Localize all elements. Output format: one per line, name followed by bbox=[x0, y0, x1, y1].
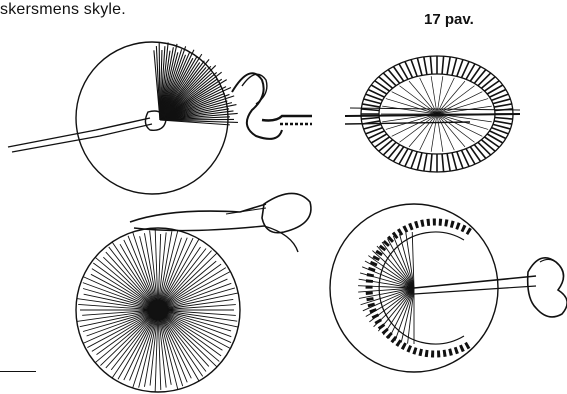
stitch-line bbox=[452, 153, 457, 170]
stitch-line bbox=[379, 140, 393, 152]
stitch-line bbox=[362, 104, 380, 107]
stitch-line bbox=[424, 57, 427, 75]
stitch-line bbox=[383, 142, 396, 155]
stitch-line bbox=[457, 59, 463, 76]
stitch-line bbox=[430, 56, 432, 74]
stitch-line bbox=[493, 124, 510, 129]
stitch-line bbox=[417, 58, 422, 75]
radial-eyelet-illustration bbox=[76, 193, 311, 392]
stitch-line bbox=[478, 73, 491, 86]
buttonhole-eyelet-illustration bbox=[330, 204, 567, 372]
elliptical-eye-illustration bbox=[345, 56, 520, 172]
stitch-line bbox=[158, 251, 212, 310]
stitch-line bbox=[447, 153, 450, 171]
stitch-line bbox=[452, 58, 457, 75]
footnote-rule bbox=[0, 371, 36, 372]
stitch-line bbox=[457, 152, 463, 169]
stitch-line bbox=[364, 99, 381, 104]
stitch-line bbox=[386, 99, 437, 114]
stitch-line bbox=[400, 114, 437, 142]
stitch-line bbox=[447, 57, 450, 75]
stitch-line bbox=[375, 137, 390, 147]
stitch-line bbox=[437, 114, 474, 142]
stitch-line bbox=[481, 140, 495, 152]
stitch-line bbox=[109, 247, 158, 310]
stitch-line bbox=[478, 142, 491, 155]
stitch-line bbox=[495, 117, 513, 119]
stitch-line bbox=[106, 310, 158, 368]
stitch-line bbox=[442, 56, 444, 74]
stitch-line bbox=[430, 154, 432, 172]
stitch-line bbox=[493, 99, 510, 104]
stitch-line bbox=[411, 152, 417, 169]
stitch-line bbox=[106, 252, 158, 310]
stitch-line bbox=[361, 117, 379, 119]
stitch-line bbox=[383, 73, 396, 86]
stitch-line bbox=[437, 99, 488, 114]
fan-stitch-on-circle-illustration bbox=[8, 42, 312, 194]
stitch-line bbox=[158, 310, 209, 366]
stitch-line bbox=[400, 86, 437, 114]
stitch-line bbox=[364, 124, 381, 129]
stitch-line bbox=[379, 77, 393, 89]
stitch-line bbox=[424, 153, 427, 171]
stitch-line bbox=[494, 104, 512, 107]
stitch-line bbox=[411, 59, 417, 76]
stitch-line bbox=[361, 109, 379, 111]
stitch-line bbox=[417, 153, 422, 170]
stitch-line bbox=[481, 77, 495, 89]
stitch-line bbox=[485, 81, 500, 91]
stitch-line bbox=[375, 81, 390, 91]
stitch-line bbox=[494, 121, 512, 124]
stitch-line bbox=[442, 154, 444, 172]
stitch-line bbox=[485, 137, 500, 147]
